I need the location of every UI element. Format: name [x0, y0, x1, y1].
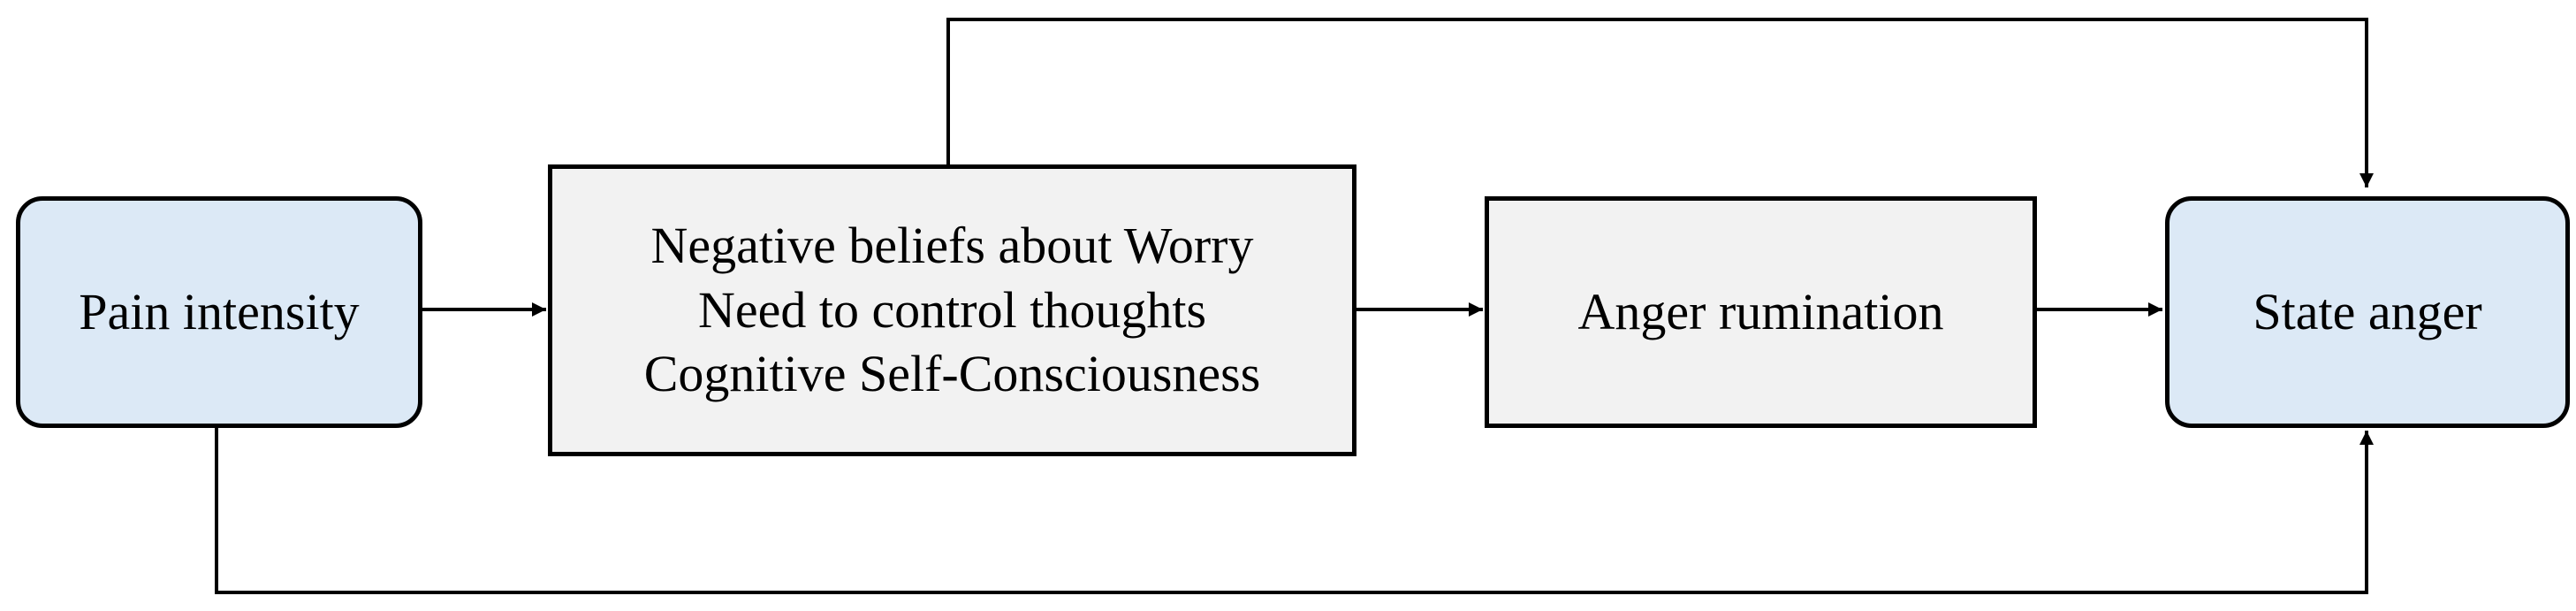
- node-state-anger-label: State anger: [2253, 282, 2482, 340]
- node-pain-intensity: Pain intensity: [16, 196, 422, 428]
- mediator-line-negative-beliefs: Negative beliefs about Worry: [650, 217, 1254, 275]
- node-cognitive-mediators: Negative beliefs about Worry Need to con…: [548, 164, 1356, 456]
- node-anger-rumination: Anger rumination: [1485, 196, 2037, 428]
- mediator-line-self-consciousness: Cognitive Self-Consciousness: [643, 345, 1261, 403]
- mediator-line-need-to-control: Need to control thoughts: [697, 280, 1207, 339]
- node-state-anger: State anger: [2165, 196, 2570, 428]
- node-anger-rumination-label: Anger rumination: [1577, 282, 1944, 340]
- arrow-pain-to-state-anger-bottom: [215, 427, 2374, 594]
- node-pain-intensity-label: Pain intensity: [79, 282, 360, 340]
- arrow-beliefs-to-state-anger-top: [946, 18, 2374, 187]
